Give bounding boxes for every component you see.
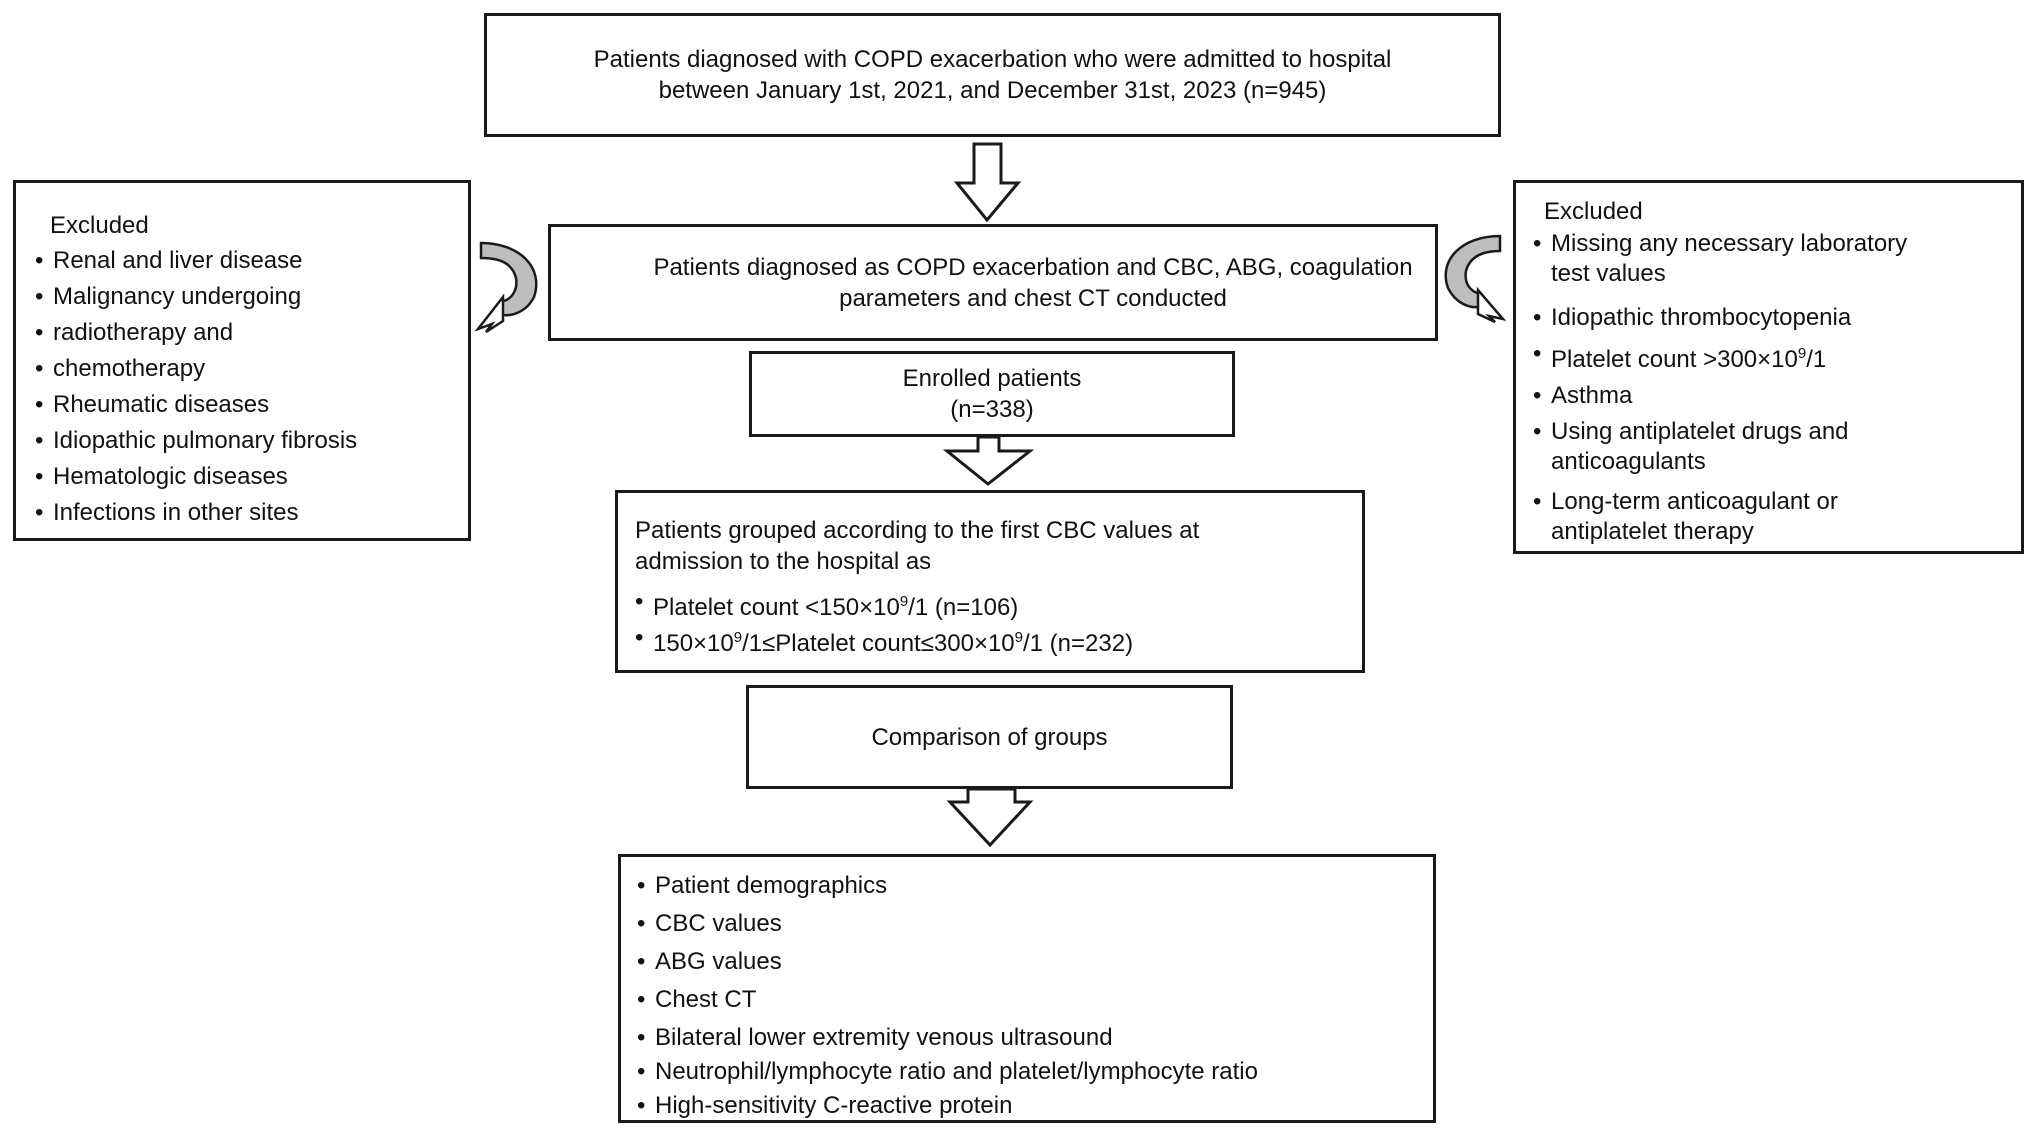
screening-box-line1: Patients diagnosed as COPD exacerbation … [653, 253, 1413, 281]
right-excluded-heading: Excluded [1544, 198, 1643, 225]
grouped-box: Patients grouped according to the first … [615, 490, 1365, 673]
left-excluded-list: Renal and liver disease Malignancy under… [35, 243, 468, 531]
grouped-box-line1: Patients grouped according to the first … [635, 517, 1200, 544]
left-excluded-item: Idiopathic pulmonary fibrosis [35, 423, 468, 459]
enrolled-box-line2: (n=338) [950, 396, 1034, 423]
outcome-item: High-sensitivity C-reactive protein [637, 1087, 1433, 1125]
right-excluded-item: Platelet count >300×109/1 [1533, 339, 2021, 375]
left-excluded-item: Rheumatic diseases [35, 387, 468, 423]
group-list: Platelet count <150×109/1 (n=106) 150×10… [635, 587, 1362, 659]
left-excluded-box: Excluded Renal and liver disease Maligna… [13, 180, 471, 541]
down-arrow-3 [946, 787, 1034, 848]
left-excluded-item-cont: radiotherapy and [35, 315, 468, 351]
top-box: Patients diagnosed with COPD exacerbatio… [484, 13, 1501, 137]
right-excluded-box: Excluded Missing any necessary laborator… [1513, 180, 2024, 554]
right-excluded-item: Asthma [1533, 381, 2021, 411]
right-excluded-item: Using antiplatelet drugs and anticoagula… [1533, 417, 2021, 477]
group-item-low: Platelet count <150×109/1 (n=106) [635, 587, 1362, 623]
down-arrow-1 [953, 142, 1022, 223]
left-excluded-item: Renal and liver disease [35, 243, 468, 279]
left-excluded-item: Malignancy undergoing [35, 279, 468, 315]
left-curved-arrow-body [479, 241, 538, 317]
left-excluded-item: Infections in other sites [35, 495, 468, 531]
group-item-normal: 150×109/1≤Platelet count≤300×109/1 (n=23… [635, 623, 1362, 659]
right-curved-arrow-body [1444, 234, 1502, 309]
comparison-box: Comparison of groups [746, 685, 1233, 789]
grouped-box-line2: admission to the hospital as [635, 548, 932, 575]
down-arrow-2 [942, 435, 1035, 486]
top-box-line2: between January 1st, 2021, and December … [658, 77, 1327, 104]
outcome-item: Neutrophil/lymphocyte ratio and platelet… [637, 1057, 1433, 1087]
right-excluded-list: Missing any necessary laboratory test va… [1533, 229, 2021, 547]
right-excluded-item: Long-term anticoagulant or antiplatelet … [1533, 487, 2021, 547]
screening-box-line2: parameters and chest CT conducted [839, 284, 1227, 312]
right-excluded-item: Missing any necessary laboratory test va… [1533, 229, 2021, 289]
enrolled-box-line1: Enrolled patients [902, 365, 1082, 392]
left-curved-arrow-head [474, 293, 505, 334]
comparison-box-label: Comparison of groups [871, 723, 1108, 751]
left-excluded-item: Hematologic diseases [35, 459, 468, 495]
outcomes-list: Patient demographics CBC values ABG valu… [637, 867, 1433, 1125]
outcome-item: Patient demographics [637, 867, 1433, 905]
outcome-item: CBC values [637, 905, 1433, 943]
left-excluded-heading: Excluded [50, 212, 149, 239]
outcome-item: Chest CT [637, 981, 1433, 1019]
outcome-item: ABG values [637, 943, 1433, 981]
outcome-item: Bilateral lower extremity venous ultraso… [637, 1019, 1433, 1057]
right-curved-arrow-head [1476, 286, 1507, 324]
left-excluded-item-cont: chemotherapy [35, 351, 468, 387]
right-excluded-item: Idiopathic thrombocytopenia [1533, 303, 2021, 333]
outcomes-box: Patient demographics CBC values ABG valu… [618, 854, 1436, 1125]
screening-box: Patients diagnosed as COPD exacerbation … [548, 224, 1438, 341]
top-box-line1: Patients diagnosed with COPD exacerbatio… [593, 46, 1392, 73]
